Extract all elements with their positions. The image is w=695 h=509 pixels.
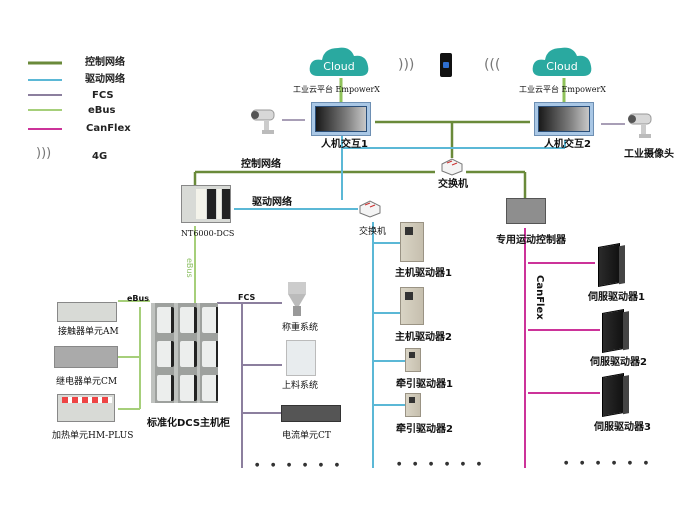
contactor-unit-icon — [57, 302, 117, 322]
inverter-drive-icon — [405, 393, 421, 417]
ebus-vertical-label: eBus — [185, 258, 194, 278]
canflex-label: CanFlex — [534, 275, 545, 320]
motion-controller-label: 专用运动控制器 — [496, 235, 566, 246]
smartphone-icon — [440, 53, 452, 77]
network-switch-icon — [440, 158, 464, 176]
left-unit-label: 继电器单元CM — [56, 377, 118, 387]
hmi-monitor-1 — [311, 102, 371, 136]
drive-label: 牵引驱动器2 — [396, 424, 453, 435]
fcs-device-label: 称重系统 — [282, 323, 319, 333]
hmi-1-label: 人机交互1 — [321, 139, 368, 150]
dcs-cabinet-label: 标准化DCS主机柜 — [147, 418, 231, 429]
inverter-drive-icon — [400, 287, 424, 325]
wireless-icon: ))) — [484, 57, 501, 73]
servo-label: 伺服驱动器1 — [588, 292, 645, 303]
network-switch-icon — [358, 200, 382, 218]
fcs-label: FCS — [238, 293, 256, 302]
dcs-controller-label: NT6000-DCS — [181, 229, 235, 238]
more-devices-ellipsis: ● ● ● ● ● ● — [255, 462, 345, 468]
drive-label: 主机驱动器2 — [395, 332, 452, 343]
legend-label-ebus: eBus — [88, 105, 116, 116]
legend-label-fcs: FCS — [92, 90, 114, 101]
weighing-system-icon — [286, 282, 308, 318]
wireless-icon: ))) — [398, 57, 415, 73]
servo-drive-icon — [602, 309, 629, 353]
wireless-icon: ))) — [36, 146, 52, 161]
fcs-device-label: 电流单元CT — [282, 431, 331, 441]
servo-label: 伺服驱动器3 — [594, 422, 651, 433]
servo-drive-icon — [598, 243, 625, 287]
inverter-drive-icon — [400, 222, 424, 262]
dcs-controller-icon — [181, 185, 231, 223]
drive-network-label: 驱动网络 — [252, 197, 292, 208]
hmi-monitor-2 — [534, 102, 594, 136]
legend-label-drive-network: 驱动网络 — [85, 74, 125, 85]
cloud-icon: Cloud — [308, 42, 372, 84]
switch-1-label: 交换机 — [438, 179, 468, 190]
left-unit-label: 接触器单元AM — [58, 327, 119, 337]
cloud-text: Cloud — [546, 60, 577, 73]
servo-drive-icon — [602, 373, 629, 417]
drive-label: 牵引驱动器1 — [396, 379, 453, 390]
camera-label: 工业摄像头 — [624, 149, 674, 160]
inverter-drive-icon — [405, 348, 421, 372]
drive-label: 主机驱动器1 — [395, 268, 452, 279]
camera-icon — [248, 104, 280, 142]
legend-label-control-network: 控制网络 — [85, 57, 125, 68]
hmi-2-label: 人机交互2 — [544, 139, 591, 150]
legend-label-canflex: CanFlex — [86, 123, 131, 134]
current-unit-icon — [281, 405, 341, 422]
more-devices-ellipsis: ● ● ● ● ● ● — [397, 461, 487, 467]
cloud-icon: Cloud — [531, 42, 595, 84]
switch-2-label: 交换机 — [359, 227, 387, 237]
camera-icon — [625, 108, 657, 146]
legend-label-4g: 4G — [92, 151, 108, 162]
motion-controller-icon — [506, 198, 546, 224]
cloud-platform-label-2: 工业云平台 EmpowerX — [519, 85, 607, 94]
heating-unit-icon — [57, 394, 115, 422]
relay-unit-icon — [54, 346, 118, 368]
left-unit-label: 加热单元HM-PLUS — [52, 431, 134, 441]
cloud-platform-label-1: 工业云平台 EmpowerX — [293, 85, 381, 94]
more-devices-ellipsis: ● ● ● ● ● ● — [564, 460, 654, 466]
cloud-text: Cloud — [323, 60, 354, 73]
feeding-system-icon — [286, 340, 316, 376]
dcs-cabinet-icon — [151, 303, 218, 403]
fcs-device-label: 上料系统 — [282, 381, 319, 391]
ebus-label: eBus — [127, 294, 149, 303]
servo-label: 伺服驱动器2 — [590, 357, 647, 368]
control-network-label: 控制网络 — [241, 159, 281, 170]
